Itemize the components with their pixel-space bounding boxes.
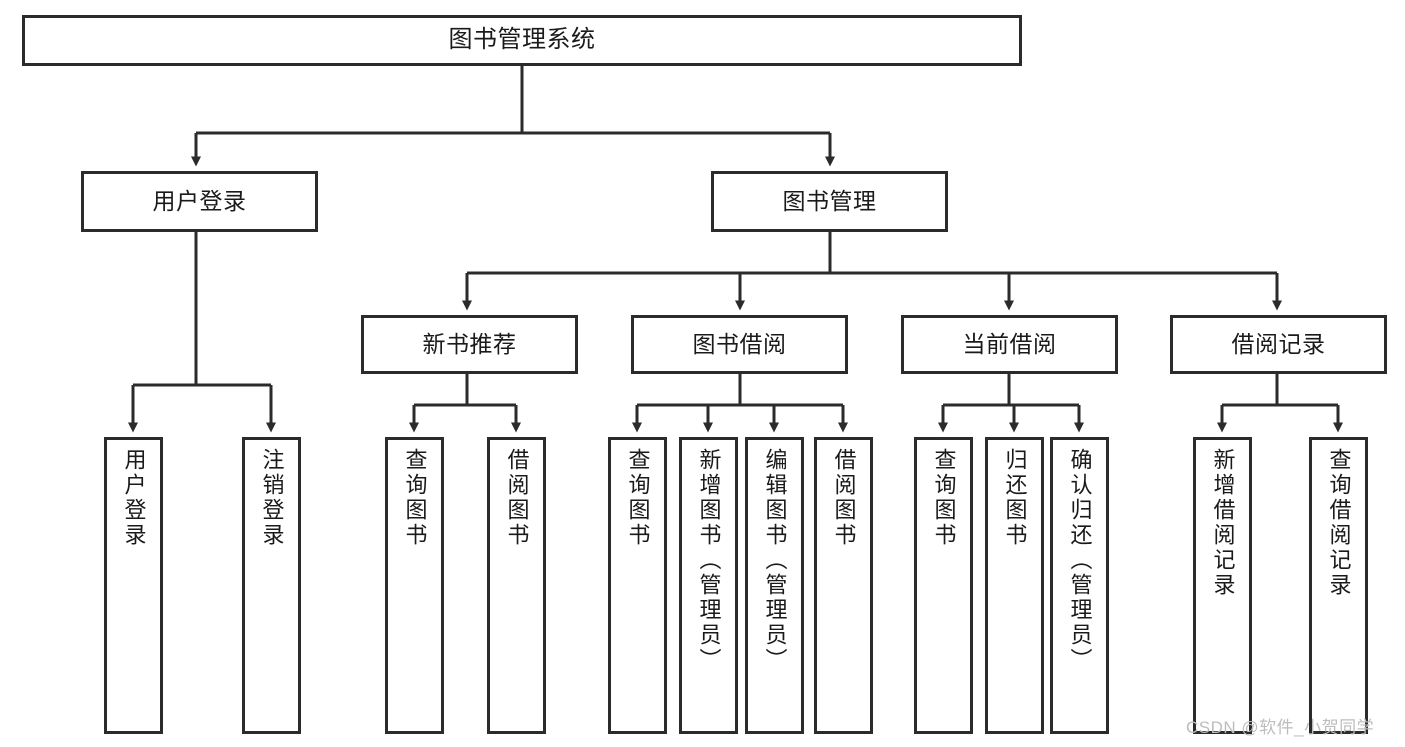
leaf-query-books-borrow[interactable]: 查询图书 bbox=[608, 437, 667, 734]
leaf-add-book-admin[interactable]: 新增图书（管理员） bbox=[679, 437, 738, 734]
node-label: 图书管理 bbox=[782, 187, 877, 214]
node-label: 确认归还（管理员） bbox=[1067, 448, 1093, 673]
leaf-query-borrow-record[interactable]: 查询借阅记录 bbox=[1309, 437, 1368, 734]
node-label: 注销登录 bbox=[259, 448, 285, 548]
leaf-confirm-return-admin[interactable]: 确认归还（管理员） bbox=[1050, 437, 1109, 734]
node-label: 归还图书 bbox=[1002, 448, 1028, 548]
leaf-add-borrow-record[interactable]: 新增借阅记录 bbox=[1193, 437, 1252, 734]
node-label: 查询借阅记录 bbox=[1326, 448, 1352, 598]
node-label: 新增借阅记录 bbox=[1210, 448, 1236, 598]
node-label: 新增图书（管理员） bbox=[696, 448, 722, 673]
node-label: 借阅图书 bbox=[831, 448, 857, 548]
watermark: CSDN @软件_小贺同学 bbox=[1186, 718, 1375, 737]
node-borrow-record[interactable]: 借阅记录 bbox=[1170, 315, 1387, 374]
node-user-login[interactable]: 用户登录 bbox=[81, 171, 318, 232]
node-label: 借阅记录 bbox=[1231, 330, 1326, 357]
node-label: 借阅图书 bbox=[504, 448, 530, 548]
leaf-query-books-recommend[interactable]: 查询图书 bbox=[385, 437, 444, 734]
node-label: 编辑图书（管理员） bbox=[762, 448, 788, 673]
node-label: 用户登录 bbox=[121, 448, 147, 548]
leaf-borrow-books-recommend[interactable]: 借阅图书 bbox=[487, 437, 546, 734]
node-root-book-management-system[interactable]: 图书管理系统 bbox=[22, 15, 1022, 66]
node-new-book-recommend[interactable]: 新书推荐 bbox=[361, 315, 578, 374]
leaf-borrow-books[interactable]: 借阅图书 bbox=[814, 437, 873, 734]
node-book-management[interactable]: 图书管理 bbox=[711, 171, 948, 232]
node-label: 新书推荐 bbox=[422, 330, 517, 357]
node-label: 查询图书 bbox=[625, 448, 651, 548]
leaf-logout[interactable]: 注销登录 bbox=[242, 437, 301, 734]
node-label: 图书借阅 bbox=[692, 330, 787, 357]
node-label: 查询图书 bbox=[402, 448, 428, 548]
node-current-borrow[interactable]: 当前借阅 bbox=[901, 315, 1118, 374]
node-book-borrow[interactable]: 图书借阅 bbox=[631, 315, 848, 374]
node-label: 当前借阅 bbox=[962, 330, 1057, 357]
node-label: 查询图书 bbox=[931, 448, 957, 548]
node-label: 用户登录 bbox=[152, 187, 247, 214]
node-label: 图书管理系统 bbox=[448, 26, 596, 54]
leaf-edit-book-admin[interactable]: 编辑图书（管理员） bbox=[745, 437, 804, 734]
leaf-query-books-current[interactable]: 查询图书 bbox=[914, 437, 973, 734]
leaf-user-login[interactable]: 用户登录 bbox=[104, 437, 163, 734]
leaf-return-books[interactable]: 归还图书 bbox=[985, 437, 1044, 734]
